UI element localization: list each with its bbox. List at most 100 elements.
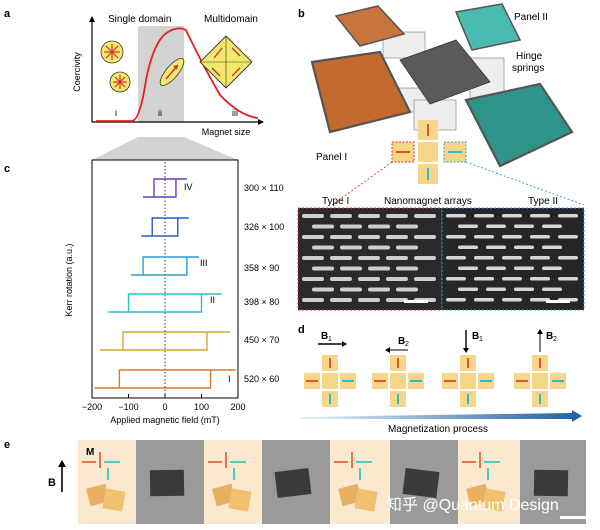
hinge-label-line1: Hinge <box>516 51 543 62</box>
nanomagnet-bar <box>542 224 562 228</box>
panel-ii-plate-top <box>454 3 522 51</box>
experiment-frames <box>78 440 586 524</box>
nanomagnet-bar <box>396 266 418 271</box>
nanomagnet-bar <box>358 235 380 239</box>
nanomagnet-bar <box>368 245 390 250</box>
nanomagnet-bar <box>542 245 562 249</box>
nanomagnet-bar <box>486 245 506 249</box>
micro-robot-shadow <box>149 469 185 497</box>
nanomagnet-bar <box>312 224 334 229</box>
nanomagnet-bar <box>458 245 478 249</box>
roman-i: i <box>115 108 117 118</box>
nanomagnet-bar <box>502 256 522 260</box>
size-label-2: 326 × 100 <box>244 222 284 232</box>
hysteresis-loop-4 <box>108 293 222 313</box>
field-sub-4: 2 <box>553 336 557 343</box>
panel-letter-a: a <box>4 8 11 20</box>
hysteresis-loop-2 <box>141 217 189 237</box>
nanomagnet-bar <box>396 245 418 250</box>
panel-a-x-arrow <box>258 119 264 125</box>
panel-a-xlabel: Magnet size <box>202 127 251 137</box>
panel-c-ylabel: Kerr rotation (a.u.) <box>64 243 74 316</box>
watermark: 知乎 @Quantum Design <box>386 496 559 514</box>
nanomagnet-bar <box>558 256 578 260</box>
field-label-3: B <box>472 331 479 342</box>
nanomagnet-bar <box>302 277 324 281</box>
nanomagnet-bar <box>542 287 562 291</box>
nanomagnet-bar <box>514 266 534 270</box>
nanomagnet-bar <box>458 266 478 270</box>
nanomagnet-bar <box>358 214 380 218</box>
panel-i-plate <box>310 50 412 134</box>
robot-panel-schematic <box>354 488 378 512</box>
nanomagnet-bar <box>474 277 494 281</box>
nanomagnet-bar <box>414 235 436 239</box>
cross-cell <box>460 373 476 389</box>
loop-label-iv: IV <box>184 182 193 192</box>
region-multi-label: Multidomain <box>204 14 258 25</box>
panel-d: d B 1 B 2 B 1 B 2 Magnetization process <box>298 324 582 435</box>
nanomagnet-bar <box>558 214 578 218</box>
nanomagnet-bar <box>368 224 390 229</box>
loop-label-iii: III <box>200 258 208 268</box>
nanomagnet-bar <box>502 235 522 239</box>
nanomagnet-bar <box>530 256 550 260</box>
cross-state-1 <box>304 355 356 407</box>
panel-ii-label: Panel II <box>514 12 548 23</box>
nanomagnet-bar <box>358 256 380 260</box>
sem-image-type-i <box>297 207 443 311</box>
panel-letter-c: c <box>4 163 10 175</box>
type-i-connector <box>331 161 393 206</box>
nanomagnet-bar <box>386 256 408 260</box>
coercivity-curve <box>96 27 259 122</box>
nanomagnet-bar <box>302 298 324 302</box>
nanomagnet-bar <box>514 245 534 249</box>
multidomain-magnet-icon <box>199 35 253 89</box>
nanomagnet-bar <box>368 287 390 292</box>
roman-iii: iii <box>232 108 238 118</box>
nanomagnet-bar <box>340 224 362 229</box>
nanomagnet-bar <box>558 235 578 239</box>
process-label: Magnetization process <box>388 424 488 435</box>
b-field-label: B <box>48 477 56 489</box>
loop-label-i: I <box>228 374 231 384</box>
nanomagnet-bar <box>458 224 478 228</box>
nanomagnet-bar <box>446 277 466 281</box>
x-tick-label: −100 <box>118 402 138 412</box>
vortex-domain-icon-1 <box>100 40 124 64</box>
size-label-1: 300 × 110 <box>244 183 284 193</box>
type-i-label: Type I <box>322 196 349 207</box>
size-label-4: 398 × 80 <box>244 297 279 307</box>
size-label-3: 358 × 90 <box>244 263 279 273</box>
x-tick-label: 100 <box>194 402 209 412</box>
nanomagnet-bar <box>514 224 534 228</box>
nanomagnet-bar <box>312 266 334 271</box>
scale-bar-type-i <box>404 300 428 303</box>
schematic-frame <box>458 440 520 524</box>
panel-e: e B M 知乎 @Quantum Design <box>4 439 586 524</box>
cross-cell <box>532 373 548 389</box>
nanomagnet-bar <box>330 277 352 281</box>
panel-letter-e: e <box>4 439 10 451</box>
nanomagnet-bar <box>312 245 334 250</box>
region-single-label: Single domain <box>108 14 171 25</box>
nanomagnet-bar <box>340 245 362 250</box>
nanomagnet-bar <box>530 235 550 239</box>
nanomagnet-bar <box>486 266 506 270</box>
nanomagnet-bar <box>396 224 418 229</box>
nanomagnet-bar <box>302 235 324 239</box>
x-tick-label: 200 <box>230 402 245 412</box>
x-tick-label: −200 <box>82 402 102 412</box>
cross-state-4 <box>514 355 566 407</box>
nanomagnet-bar <box>474 214 494 218</box>
nanomagnet-bar <box>514 287 534 291</box>
nanomagnet-bar <box>386 277 408 281</box>
nanomagnet-bar <box>358 277 380 281</box>
nanomagnet-bar <box>502 298 522 302</box>
nanomagnet-bar <box>358 298 380 302</box>
panel-c-xlabel: Applied magnetic field (mT) <box>110 415 220 425</box>
size-label-5: 450 × 70 <box>244 335 279 345</box>
field-sub-1: 1 <box>328 336 332 343</box>
